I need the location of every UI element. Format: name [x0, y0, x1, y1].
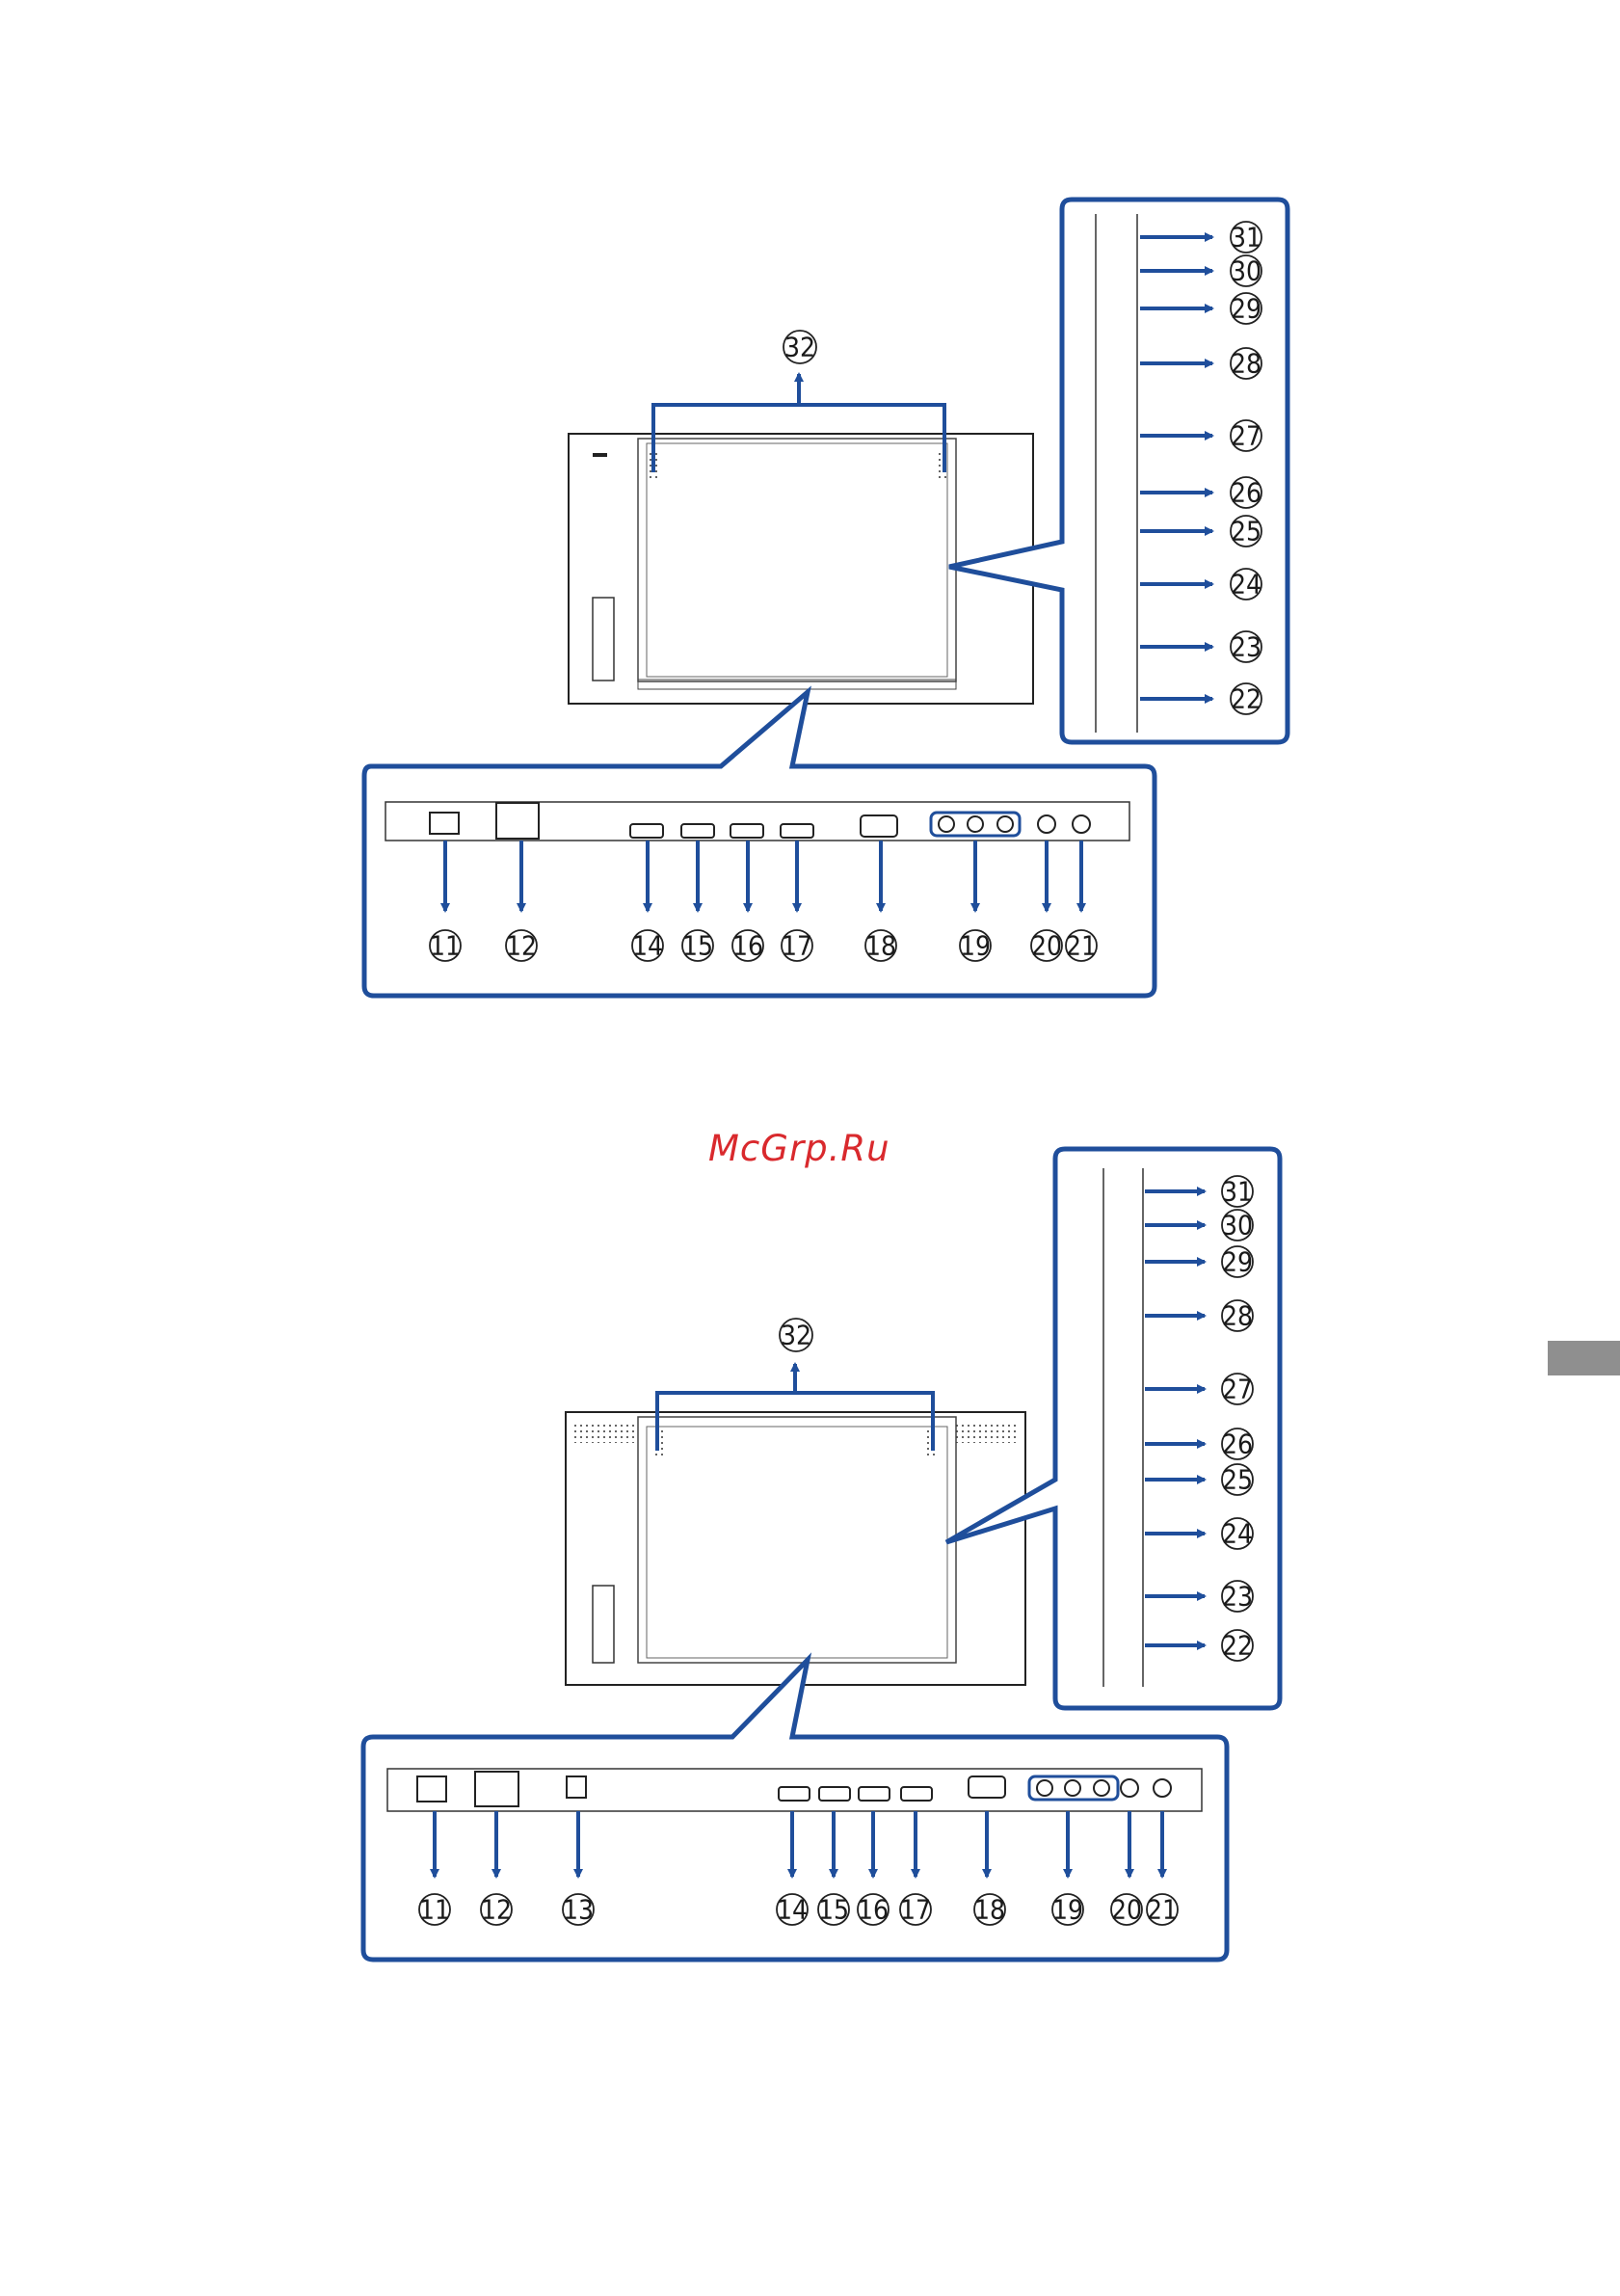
callout-25: 25: [1231, 516, 1261, 547]
callout-29: 29: [1231, 293, 1261, 325]
callout-16: 16: [858, 1894, 889, 1926]
callout-23: 23: [1222, 1581, 1253, 1613]
callout-24: 24: [1222, 1518, 1253, 1550]
callout-18: 18: [974, 1894, 1005, 1926]
callout-19: 19: [960, 930, 991, 962]
callout-13: 13: [563, 1894, 594, 1926]
callout-15: 15: [682, 930, 713, 962]
callout-11: 11: [419, 1894, 450, 1926]
callout-26: 26: [1222, 1428, 1253, 1460]
callout-20: 20: [1111, 1894, 1142, 1926]
vent-right: [954, 1422, 1020, 1443]
callout-31: 31: [1222, 1176, 1253, 1208]
callout-28: 28: [1231, 348, 1261, 380]
callout-14: 14: [632, 930, 663, 962]
callout-27: 27: [1231, 420, 1261, 452]
callout-20: 20: [1031, 930, 1062, 962]
callout-16: 16: [732, 930, 763, 962]
callout-18: 18: [865, 930, 896, 962]
callout-24: 24: [1231, 569, 1261, 601]
callout-21: 21: [1147, 1894, 1178, 1926]
vent-left: [574, 1422, 640, 1443]
callout-32-b: 32: [781, 1320, 811, 1351]
callout-26: 26: [1231, 477, 1261, 509]
callout-14: 14: [777, 1894, 808, 1926]
callout-15: 15: [818, 1894, 849, 1926]
callout-11: 11: [430, 930, 461, 962]
callout-22: 22: [1231, 683, 1261, 715]
callout-25: 25: [1222, 1464, 1253, 1496]
callout-32: 32: [784, 332, 815, 363]
callout-17: 17: [782, 930, 812, 962]
callout-12: 12: [506, 930, 537, 962]
callout-19: 19: [1052, 1894, 1083, 1926]
callout-28: 28: [1222, 1300, 1253, 1332]
callout-29: 29: [1222, 1246, 1253, 1278]
callout-30: 30: [1231, 255, 1261, 287]
vesa-plate-2: [638, 1417, 956, 1663]
vesa-plate: [638, 439, 956, 681]
callout-23: 23: [1231, 631, 1261, 663]
callout-12: 12: [481, 1894, 512, 1926]
callout-30: 30: [1222, 1210, 1253, 1241]
callout-21: 21: [1066, 930, 1097, 962]
callout-22: 22: [1222, 1630, 1253, 1662]
callout-27: 27: [1222, 1374, 1253, 1405]
callout-31: 31: [1231, 222, 1261, 254]
callout-17: 17: [900, 1894, 931, 1926]
